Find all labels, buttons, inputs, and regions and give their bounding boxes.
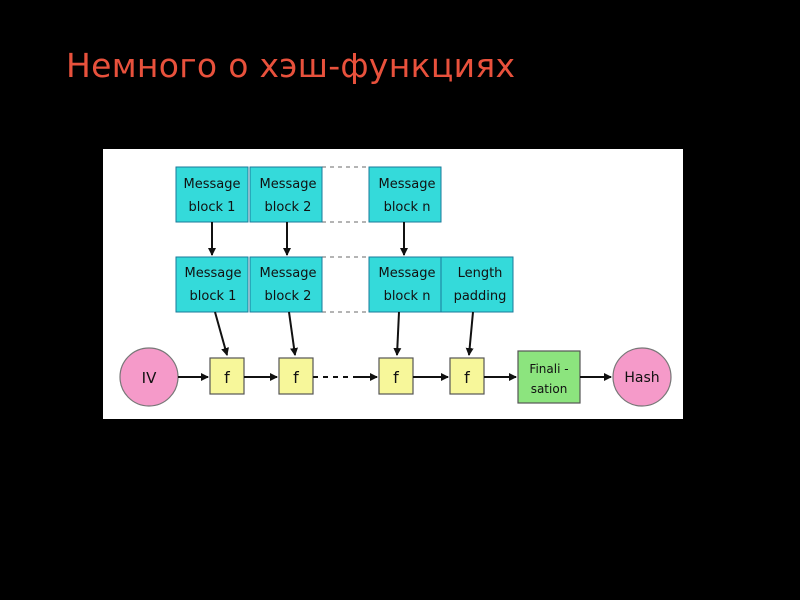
label: f (464, 368, 470, 387)
label: block 2 (265, 200, 312, 215)
label: sation (531, 382, 568, 396)
label: Message (260, 266, 317, 281)
label: block n (384, 289, 431, 304)
label: Message (379, 177, 436, 192)
gap-dashes (322, 166, 369, 313)
message-block-top-n: Message block n (368, 166, 442, 223)
label: f (293, 368, 299, 387)
compression-function-1: f (209, 357, 245, 395)
label: block 1 (189, 200, 236, 215)
length-padding-block: Length padding (440, 256, 514, 313)
label: block 1 (190, 289, 237, 304)
compression-function-last: f (449, 357, 485, 395)
label: block n (384, 200, 431, 215)
label: f (393, 368, 399, 387)
label: IV (142, 369, 157, 387)
message-block-top-1: Message block 1 (175, 166, 249, 223)
label: f (224, 368, 230, 387)
label: Length (458, 266, 503, 281)
message-block-top-2: Message block 2 (249, 166, 323, 223)
arrows-middle-to-f (214, 311, 474, 356)
label: Message (379, 266, 436, 281)
label: block 2 (265, 289, 312, 304)
label: Message (185, 266, 242, 281)
iv-circle: IV (119, 347, 179, 407)
message-block-mid-n: Message block n (368, 256, 442, 313)
label: padding (454, 289, 507, 304)
hash-circle: Hash (612, 347, 672, 407)
arrows-top-to-middle (208, 222, 408, 256)
message-block-mid-1: Message block 1 (175, 256, 249, 313)
label: Message (260, 177, 317, 192)
label: Hash (624, 370, 659, 386)
diagram-panel: Message block 1 Message block 2 Message … (103, 149, 683, 419)
label: Finali - (529, 362, 568, 376)
message-block-mid-2: Message block 2 (249, 256, 323, 313)
hash-construction-diagram: Message block 1 Message block 2 Message … (119, 166, 672, 407)
compression-function-2: f (278, 357, 314, 395)
slide-title: Немного о хэш-функциях (66, 46, 516, 85)
label: Message (184, 177, 241, 192)
compression-function-n: f (378, 357, 414, 395)
finalisation-box: Finali - sation (517, 350, 581, 404)
